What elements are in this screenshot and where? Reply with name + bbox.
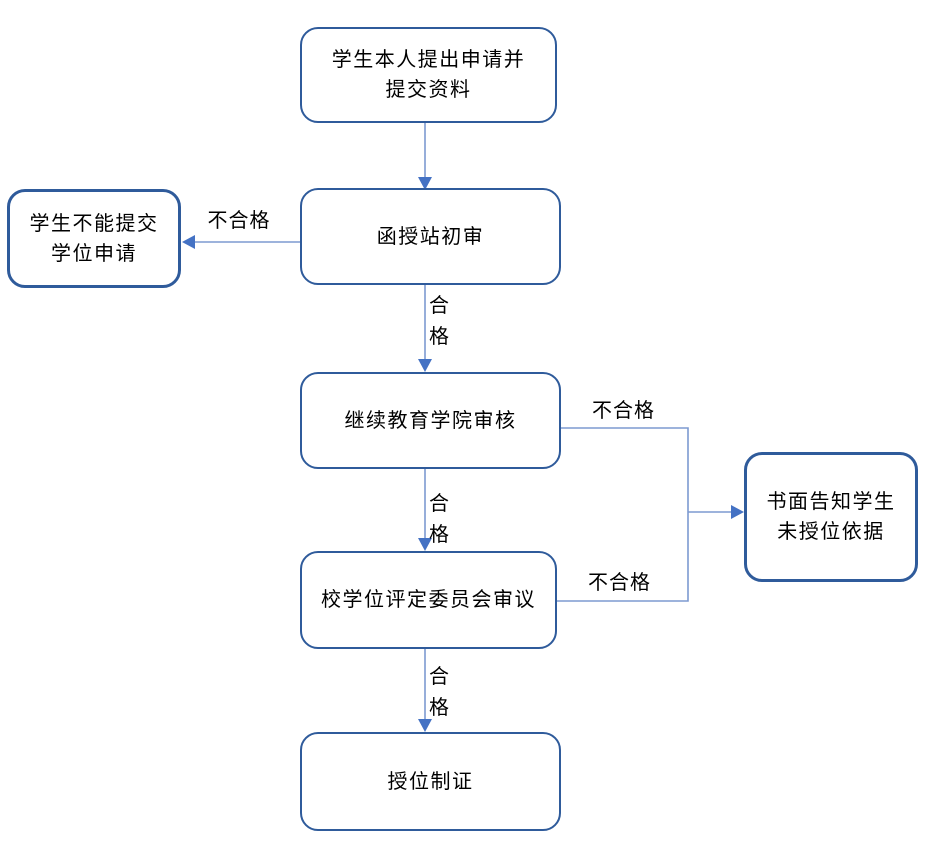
node-written-notice: 书面告知学生 未授位依据 (744, 452, 918, 582)
node-college-review: 继续教育学院审核 (300, 372, 561, 469)
node-text-line: 书面告知学生 (766, 491, 896, 513)
arrowhead-down-icon (418, 719, 432, 732)
edge-label-fail-left: 不合格 (207, 210, 271, 232)
node-award-certificate: 授位制证 (300, 732, 561, 831)
node-text-line: 授位制证 (387, 770, 474, 793)
edge-label-pass-committee: 合格 (429, 666, 450, 719)
arrowhead-down-icon (418, 177, 432, 190)
edge-label-pass-college: 合格 (429, 493, 450, 546)
arrowhead-right-icon (731, 505, 744, 519)
arrowhead-down-icon (418, 359, 432, 372)
node-text-line: 校学位评定委员会审议 (321, 589, 536, 611)
arrowhead-left-icon (182, 235, 195, 249)
node-student-apply: 学生本人提出申请并 提交资料 (300, 27, 557, 123)
edge-label-fail-committee: 不合格 (588, 572, 651, 594)
node-text-line: 函授站初审 (376, 225, 485, 248)
edge-label-pass-station: 合格 (429, 295, 450, 348)
node-text-line: 学位申请 (51, 242, 137, 265)
node-station-initial-review: 函授站初审 (300, 188, 561, 285)
arrowhead-down-icon (418, 538, 432, 551)
edge-fail-merge (557, 427, 689, 602)
node-cannot-submit-application: 学生不能提交 学位申请 (7, 189, 181, 288)
node-degree-committee-review: 校学位评定委员会审议 (300, 551, 557, 649)
node-text-line: 学生本人提出申请并 (331, 49, 526, 71)
node-text-line: 学生不能提交 (29, 212, 159, 235)
node-text-line: 未授位依据 (777, 521, 885, 543)
node-text-line: 提交资料 (385, 79, 472, 101)
edge-label-fail-college: 不合格 (592, 400, 655, 422)
node-text-line: 继续教育学院审核 (344, 409, 517, 432)
